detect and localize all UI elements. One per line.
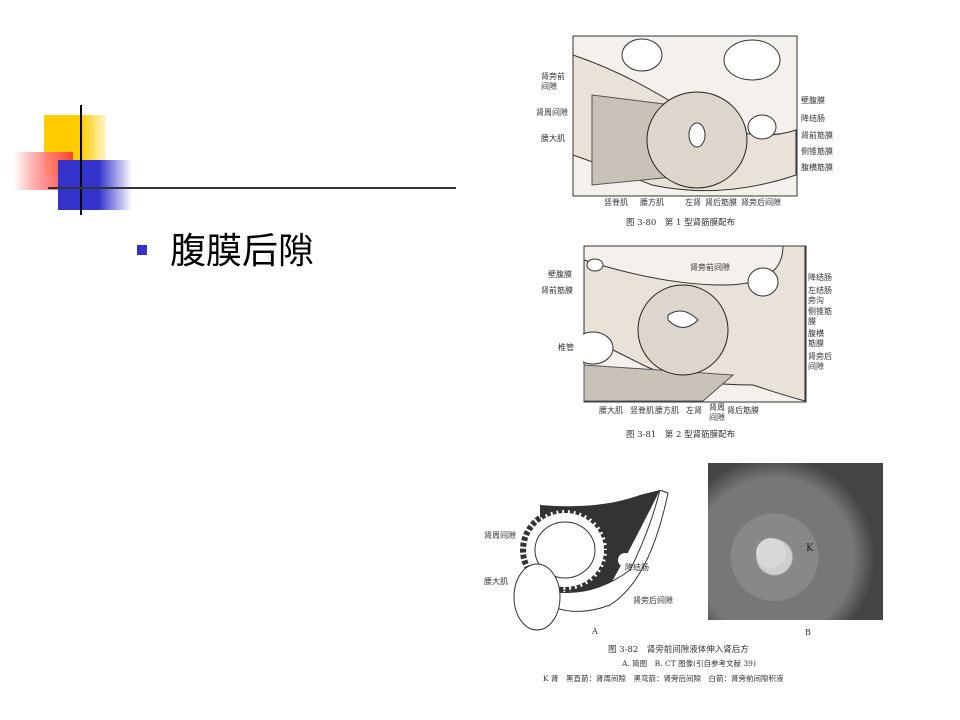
ct-vertebra <box>756 538 786 568</box>
fig3-caption: 图 3-82 肾旁前间隙液体伸入肾后方 <box>608 645 749 655</box>
fig1-label: 壁腹膜 <box>801 96 825 105</box>
vertical-rule <box>80 105 82 215</box>
ct-kidney-mark: K <box>806 543 814 554</box>
bullet-icon <box>137 245 147 255</box>
fig3-legend: K 肾 黑直箭：肾周间隙 黑弯箭：肾旁后间隙 白箭：肾旁前间隙积液 <box>543 674 784 683</box>
fig3-label: 降结肠 <box>625 563 649 572</box>
bullet-text: 腹膜后隙 <box>170 231 315 272</box>
fig1-label: 肾周间隙 <box>536 108 568 117</box>
figure-3-80-diagram <box>572 35 798 197</box>
figure-3-82-diagram-a <box>513 490 669 631</box>
fig3-subcaption: A. 简图 B. CT 图像(引自参考文献 39) <box>622 659 756 668</box>
fig1-label: 腹横筋膜 <box>801 163 833 172</box>
horizontal-rule <box>48 187 456 189</box>
fig2-label: 肾后筋膜 <box>727 406 759 415</box>
fig3-label: 腰大肌 <box>484 577 508 586</box>
fig2-label: 腰大肌 <box>599 406 623 415</box>
fig2-label: 壁腹膜 <box>548 270 572 279</box>
fig1-label: 竖脊肌 <box>604 198 628 207</box>
fig1-label: 肾旁后间隙 <box>741 198 781 207</box>
fig2-label: 左肾 <box>686 406 702 415</box>
fig1-label: 腰方肌 <box>640 198 664 207</box>
fig2-label: 肾周间隙 <box>709 403 725 422</box>
fig2-label: 左结肠旁沟 <box>808 286 832 305</box>
fig2-label: 肾旁后间隙 <box>808 352 832 371</box>
fig2-label: 竖脊肌 <box>630 406 654 415</box>
fig2-label: 肾前筋膜 <box>541 286 573 295</box>
fig1-label: 腰大肌 <box>541 134 565 143</box>
ct-image: K <box>708 463 883 620</box>
figure-3-81-diagram <box>583 245 807 403</box>
fig1-label: 肾前筋膜 <box>801 131 833 140</box>
fig1-label: 降结肠 <box>801 114 825 123</box>
fig3-label: 肾旁后间隙 <box>633 596 673 605</box>
fig2-caption: 图 3-81 第 2 型肾筋膜配布 <box>626 430 736 440</box>
fig2-label: 腰方肌 <box>655 406 679 415</box>
fig2-label: 肾旁前间隙 <box>690 263 730 272</box>
fig2-label: 降结肠 <box>808 273 832 282</box>
fig3-label: 肾周间隙 <box>484 531 516 540</box>
fig2-label: 腹横筋膜 <box>808 329 824 348</box>
fig1-label: 左肾 <box>685 198 701 207</box>
blue-square-decoration <box>58 160 132 210</box>
fig1-label: 肾后筋膜 <box>705 198 737 207</box>
fig1-caption: 图 3-80 第 1 型肾筋膜配布 <box>626 218 736 228</box>
fig2-label: 椎管 <box>558 343 574 352</box>
fig1-label: 侧锥筋膜 <box>801 147 833 156</box>
fig2-label: 侧锥筋膜 <box>808 307 832 326</box>
panel-b-label: B <box>805 628 811 637</box>
panel-a-label: A <box>592 627 598 636</box>
fig1-label: 肾旁前间隙 <box>541 72 565 91</box>
